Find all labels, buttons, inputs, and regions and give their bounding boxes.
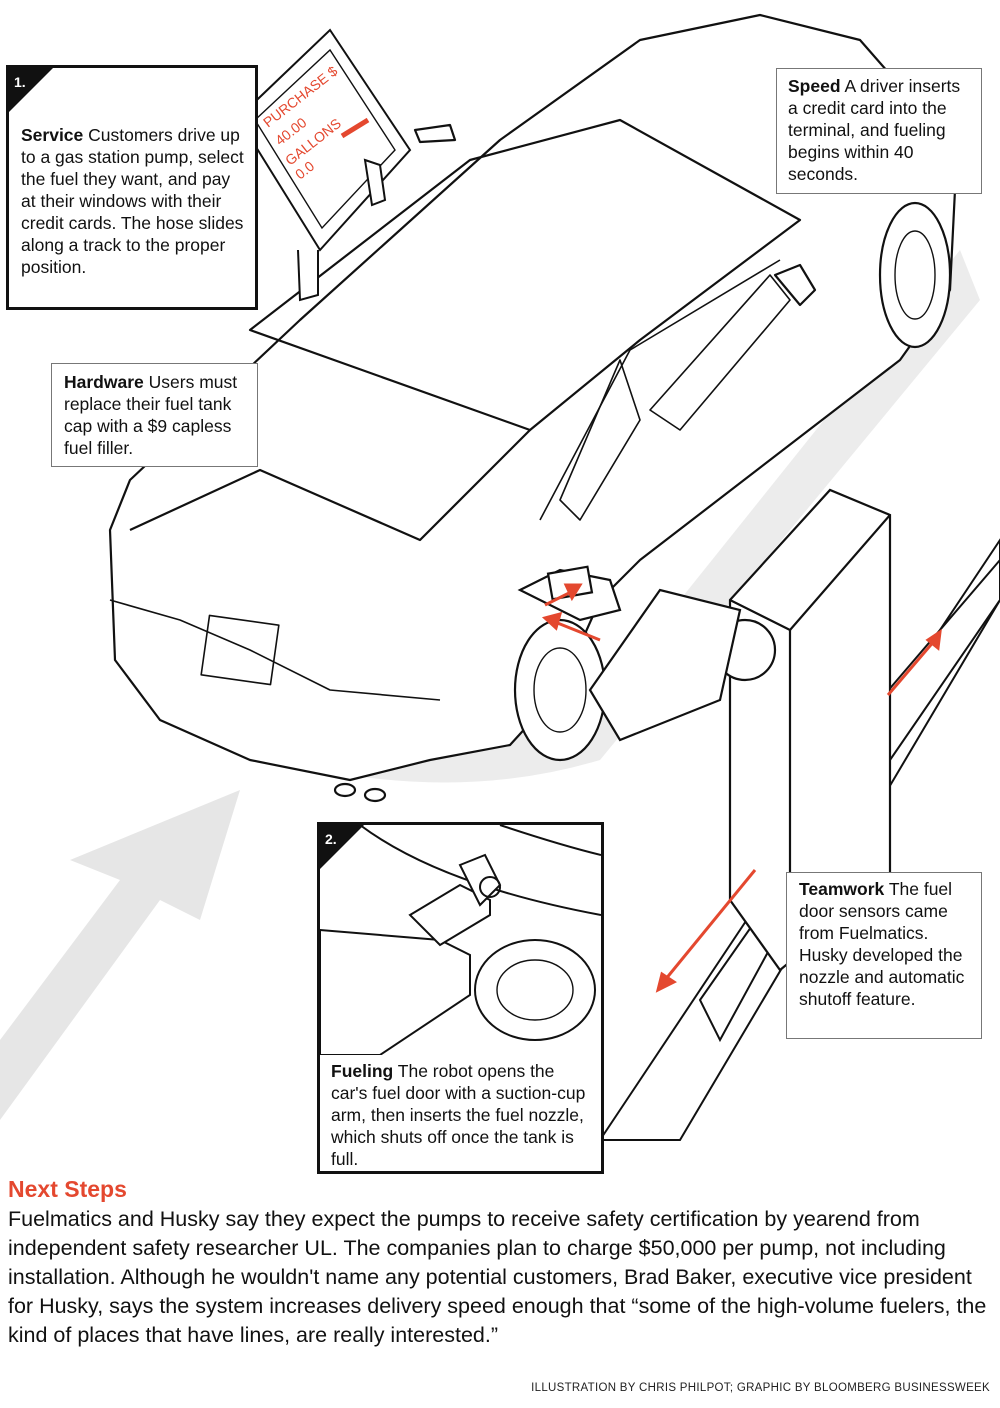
speed-text: A driver inserts a credit card into the … bbox=[788, 76, 961, 184]
card-slot bbox=[340, 117, 370, 139]
callout-number-corner bbox=[9, 68, 53, 112]
next-steps-heading: Next Steps bbox=[8, 1176, 127, 1202]
teamwork-text: The fuel door sensors came from Fuelmati… bbox=[799, 879, 965, 1009]
illustration-credit: ILLUSTRATION BY CHRIS PHILPOT; GRAPHIC B… bbox=[531, 1382, 990, 1394]
service-callout: 1. Service Customers drive up to a gas s… bbox=[6, 65, 258, 310]
drive-direction-arrow bbox=[0, 790, 240, 1120]
teamwork-callout: Teamwork The fuel door sensors came from… bbox=[786, 872, 982, 1039]
fueling-robot bbox=[517, 488, 892, 972]
callout-number: 1. bbox=[14, 74, 26, 90]
teamwork-title: Teamwork bbox=[799, 879, 885, 899]
hardware-callout: Hardware Users must replace their fuel t… bbox=[51, 363, 258, 467]
service-text: Customers drive up to a gas station pump… bbox=[21, 125, 244, 277]
next-steps-body: Fuelmatics and Husky say they expect the… bbox=[8, 1207, 987, 1347]
callout-number: 2. bbox=[325, 831, 337, 847]
speed-title: Speed bbox=[788, 76, 841, 96]
fueling-detail-panel: 2. Fueling The robot opens the car's fue… bbox=[317, 822, 604, 1174]
payment-terminal bbox=[236, 28, 412, 302]
fueling-text-block: Fueling The robot opens the car's fuel d… bbox=[320, 1055, 601, 1170]
fueling-text: The robot opens the car's fuel door with… bbox=[331, 1061, 586, 1169]
fueling-detail-illustration bbox=[320, 825, 601, 1056]
fueling-title: Fueling bbox=[331, 1061, 394, 1081]
service-title: Service bbox=[21, 125, 84, 145]
speed-callout: Speed A driver inserts a credit card int… bbox=[776, 68, 982, 194]
car-fueling-illustration: PURCHASE $ 40.00 GALLONS 0.0 bbox=[0, 13, 1000, 1141]
car bbox=[108, 13, 957, 803]
hardware-title: Hardware bbox=[64, 372, 144, 392]
hardware-text: Users must replace their fuel tank cap w… bbox=[64, 372, 238, 458]
motion-arrows bbox=[541, 583, 942, 993]
